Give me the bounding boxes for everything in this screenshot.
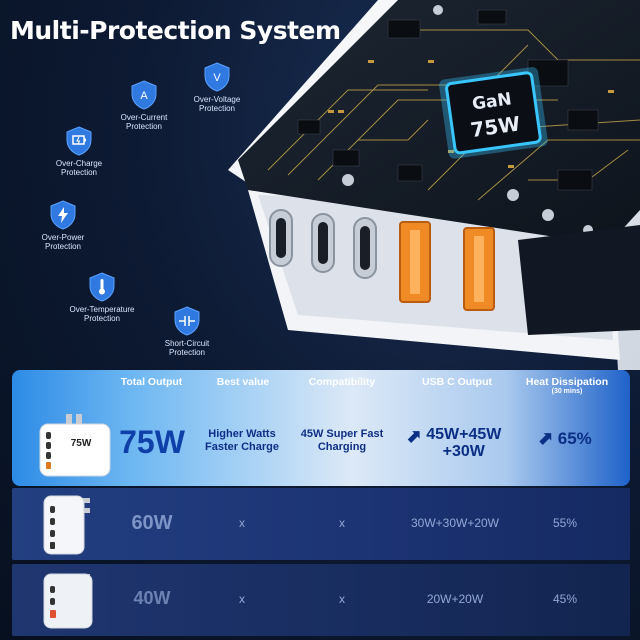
comparison-table: 75W 75W Higher Watts Faster Charge 45W S…: [0, 370, 640, 640]
table-row-75w: 75W 75W Higher Watts Faster Charge 45W S…: [12, 370, 630, 486]
over-voltage-icon: V: [204, 62, 230, 92]
usb-c-ports: [269, 209, 377, 279]
badge-label: Over-Temperature Protection: [69, 305, 135, 323]
short-circuit-icon: [174, 306, 200, 336]
protection-badge-over-charge: Over-Charge Protection: [19, 126, 139, 177]
protection-badge-short-circuit: Short-Circuit Protection: [127, 306, 247, 357]
header-usb-c-output: USB C Output: [422, 376, 492, 388]
header-total-output: Total Output: [120, 376, 183, 388]
total-output-value: 40W: [133, 588, 171, 608]
badge-label: Over-Current Protection: [120, 113, 168, 131]
device-label: 75W: [71, 438, 92, 449]
table-row-40w: 40W x x 20W+20W 45%: [12, 564, 630, 636]
usb-a-ports: [399, 221, 495, 311]
usb-c-output-value: 45W+45W +30W: [426, 426, 502, 460]
header-heat-note: (30 mins): [551, 388, 583, 395]
best-value-text: x: [239, 592, 245, 606]
battery-icon: [66, 126, 92, 156]
protection-badge-over-voltage: V Over-Voltage Protection: [157, 62, 277, 113]
heat-value: 65%: [557, 429, 592, 448]
best-value-text: Higher Watts Faster Charge: [205, 428, 279, 453]
header-compatibility: Compatibility: [308, 376, 376, 388]
charger-illustration: GaN 75W: [228, 0, 640, 370]
charger-60w-image: [43, 495, 90, 555]
total-output-value: 60W: [131, 512, 173, 534]
lightning-icon: [50, 200, 76, 230]
protection-badge-over-power: Over-Power Protection: [3, 200, 123, 251]
charger-75w-image: 75W: [39, 414, 111, 477]
badge-label: Short-Circuit Protection: [164, 339, 210, 357]
gan-chip: GaN 75W: [439, 67, 548, 159]
heat-value: 55%: [552, 516, 578, 530]
thermometer-icon: [89, 272, 115, 302]
over-current-icon: A: [131, 80, 157, 110]
compatibility-text: 45W Super Fast Charging: [300, 428, 384, 453]
badge-label: Over-Voltage Protection: [193, 95, 241, 113]
badge-label: Over-Charge Protection: [55, 159, 103, 177]
heat-cell: ⬈ 65%: [520, 428, 610, 449]
protection-badge-over-temperature: Over-Temperature Protection: [42, 272, 162, 323]
compatibility-text: x: [339, 592, 345, 606]
total-output-value: 75W: [119, 424, 185, 460]
svg-text:V: V: [213, 72, 221, 84]
compatibility-text: x: [339, 516, 345, 530]
protection-badge-over-current: A Over-Current Protection: [84, 80, 204, 131]
up-arrow-icon: ⬈: [406, 426, 422, 446]
header-heat-dissipation: Heat Dissipation: [525, 376, 609, 388]
heat-value: 45%: [552, 592, 578, 606]
charger-40w-image: [43, 573, 93, 629]
svg-text:A: A: [140, 90, 148, 102]
table-row-60w: 60W x x 30W+30W+20W 55%: [12, 488, 630, 560]
table-header: Total Output Best value Compatibility US…: [12, 370, 630, 395]
badge-label: Over-Power Protection: [41, 233, 85, 251]
best-value-text: x: [239, 516, 245, 530]
up-arrow-icon: ⬈: [538, 428, 554, 448]
usb-c-output-cell: ⬈ 45W+45W +30W: [390, 426, 518, 461]
header-best-value: Best value: [216, 376, 270, 388]
usb-c-output-value: 30W+30W+20W: [410, 516, 500, 530]
page-title: Multi-Protection System: [10, 16, 341, 45]
usb-c-output-value: 20W+20W: [426, 592, 484, 606]
